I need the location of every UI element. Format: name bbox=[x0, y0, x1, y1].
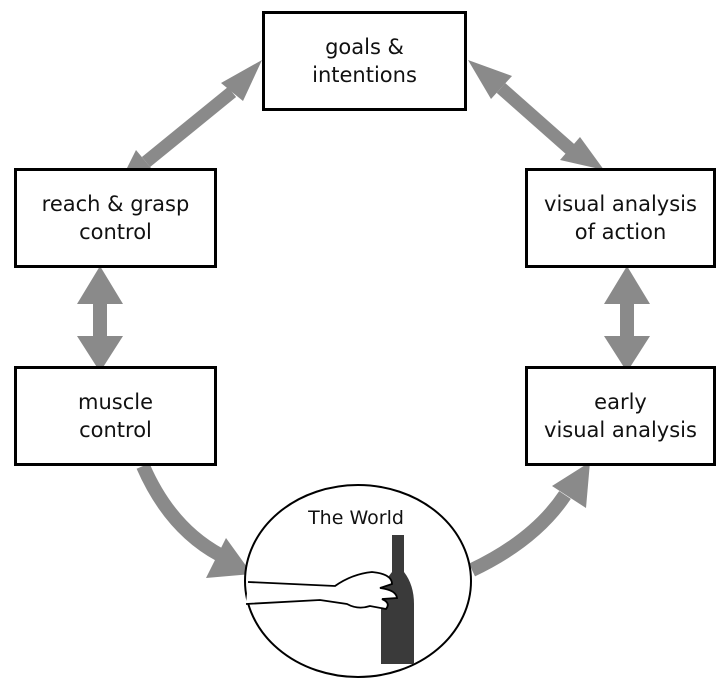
hand-icon bbox=[245, 571, 399, 610]
node-visual-action-line1: visual analysis bbox=[544, 192, 697, 216]
node-visual-analysis-action: visual analysis of action bbox=[525, 168, 716, 268]
node-goals-intentions: goals & intentions bbox=[262, 11, 467, 111]
node-reach-line2: control bbox=[79, 220, 152, 244]
world-node: The World bbox=[244, 484, 472, 678]
node-early-line1: early bbox=[594, 390, 647, 414]
node-visual-action-line2: of action bbox=[574, 220, 667, 244]
node-muscle-control: muscle control bbox=[14, 366, 217, 466]
arrow-visual-action-early bbox=[604, 266, 650, 372]
node-goals-line1: goals & bbox=[325, 35, 404, 59]
node-reach-grasp: reach & grasp control bbox=[14, 168, 217, 268]
node-muscle-line1: muscle bbox=[77, 390, 153, 414]
node-reach-line1: reach & grasp bbox=[41, 192, 190, 216]
node-muscle-line2: control bbox=[79, 418, 152, 442]
world-label: The World bbox=[307, 507, 404, 529]
arrow-goals-visual-action bbox=[468, 60, 604, 170]
arrow-muscle-world bbox=[136, 463, 252, 578]
node-early-visual-analysis: early visual analysis bbox=[525, 366, 716, 466]
arrows bbox=[77, 60, 650, 578]
node-early-line2: visual analysis bbox=[544, 418, 697, 442]
node-goals-line2: intentions bbox=[312, 63, 417, 87]
bottle-icon bbox=[381, 535, 414, 664]
arrow-world-early bbox=[468, 462, 590, 577]
arrow-reach-muscle bbox=[77, 266, 123, 372]
